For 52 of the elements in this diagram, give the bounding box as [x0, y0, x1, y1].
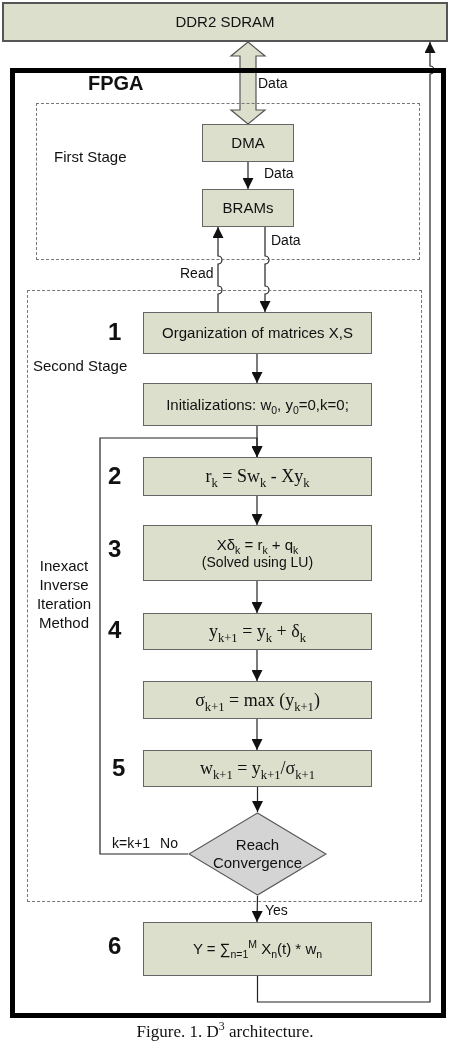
box-label: BRAMs	[222, 199, 274, 217]
process-box	[143, 312, 372, 354]
arrow	[252, 786, 263, 813]
step-number: 5	[112, 754, 126, 782]
decision-diamond	[188, 812, 327, 896]
arrow	[242, 161, 254, 190]
arrow	[251, 649, 263, 682]
figure-caption: Figure. 1. D$^{3}$ architecture.	[135, 1022, 315, 1042]
memory-box	[2, 2, 448, 42]
arrow	[251, 718, 263, 751]
box-label: σ$_{k+1}$ = max (y$_{k+1}$)	[195, 689, 320, 711]
process-box	[143, 383, 372, 426]
fpga-frame	[10, 68, 446, 1018]
box-label: Y = ∑$_{n=1}$$^{M}$ X$_{n}$(t) * w$_{n}$	[192, 940, 323, 958]
process-box	[202, 124, 294, 162]
arrow	[251, 580, 263, 614]
step-number: 1	[108, 318, 122, 346]
process-box	[143, 525, 372, 581]
process-box	[143, 750, 372, 787]
box-note: (Solved using LU)	[201, 553, 314, 570]
arrow	[251, 895, 263, 923]
arrow	[99, 437, 263, 855]
step-number: 4	[108, 616, 122, 644]
box-label: DMA	[231, 134, 265, 152]
stage-label: First Stage	[54, 148, 127, 165]
box-label: DDR2 SDRAM	[175, 13, 275, 31]
stage-label: Second Stage	[33, 357, 128, 374]
box-label: Xδ$_{k}$ = r$_{k}$ + q$_{k}$	[216, 536, 299, 554]
step-number: 3	[108, 535, 122, 563]
process-box	[143, 922, 372, 976]
process-box	[143, 613, 372, 650]
process-box	[143, 681, 372, 719]
box-label: r$_{k}$ = Sw$_{k}$ - Xy$_{k}$	[205, 466, 310, 487]
arrow	[259, 226, 271, 313]
box-label: y$_{k+1}$ = y$_{k}$ + δ$_{k}$	[208, 621, 307, 642]
box-label: Organization of matrices X,S	[162, 324, 353, 342]
box-label: w$_{k+1}$ = y$_{k+1}$/σ$_{k+1}$	[200, 758, 315, 779]
stage-region	[27, 290, 422, 902]
double-arrow	[229, 41, 267, 125]
loop-label: Inexact Inverse Iteration Method	[35, 556, 93, 632]
process-box	[143, 457, 372, 496]
arrow	[251, 495, 263, 526]
arrow	[256, 41, 436, 1003]
stage-region	[36, 103, 420, 260]
box-label: Initializations: w$_{0}$, y$_{0}$=0,k=0;	[166, 395, 349, 414]
box-label: Reach Convergence	[212, 836, 303, 872]
frame-title: FPGA	[88, 72, 144, 95]
arrow	[212, 226, 224, 313]
process-box	[202, 189, 294, 227]
step-number: 2	[108, 462, 122, 490]
arrow	[251, 353, 263, 384]
step-number: 6	[108, 932, 122, 960]
